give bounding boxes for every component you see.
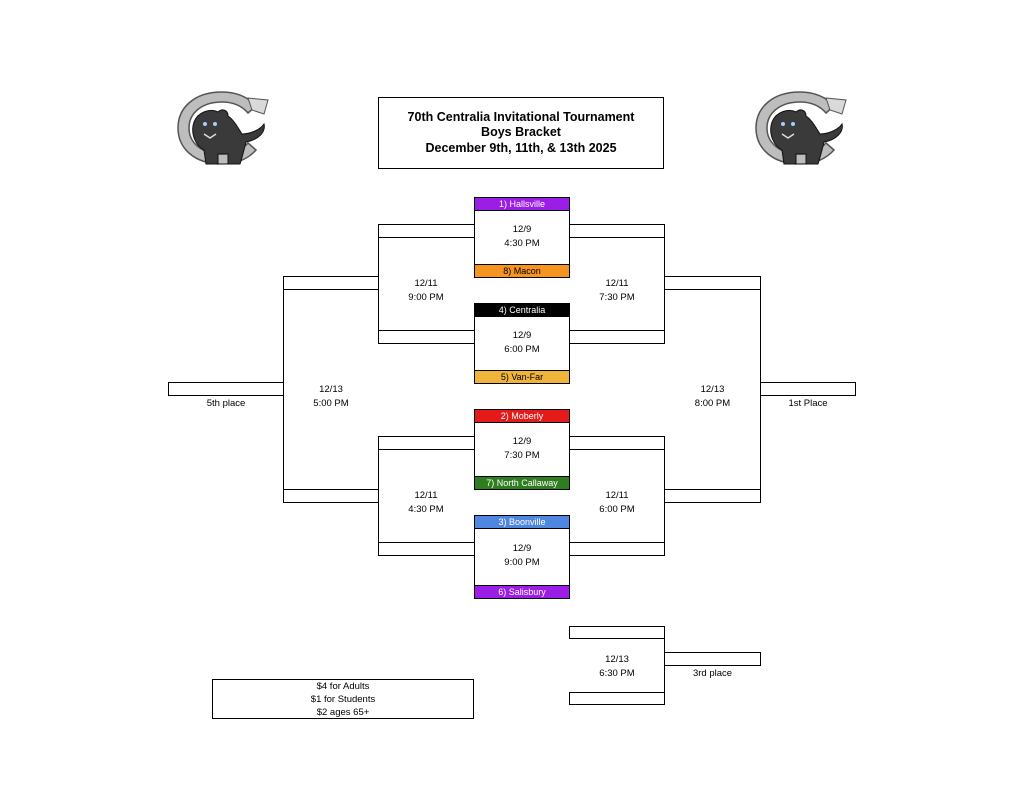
semi-right-top-time: 7:30 PM: [599, 292, 635, 303]
third-slot-out: [664, 652, 761, 666]
semi-slot-left-top: [283, 276, 379, 290]
team-moberly: 2) Moberly: [474, 409, 570, 423]
title-box: 70th Centralia Invitational Tournament B…: [378, 97, 664, 169]
semi-left-bottom-time: 4:30 PM: [408, 504, 444, 515]
slot-left-2: [378, 330, 475, 344]
game-4-time: 9:00 PM: [504, 557, 540, 568]
third-slot-bottom: [569, 692, 665, 705]
price-seniors: $2 ages 65+: [316, 707, 370, 718]
final-slot-right: [760, 382, 856, 396]
semi-right-bottom-time: 6:00 PM: [599, 504, 635, 515]
slot-left-4: [378, 542, 475, 556]
panther-logo-left: [177, 91, 269, 165]
game-3-time: 7:30 PM: [504, 450, 540, 461]
title-line-3: December 9th, 11th, & 13th 2025: [425, 140, 617, 155]
team-hallsville: 1) Hallsville: [474, 197, 570, 211]
team-van-far: 5) Van-Far: [474, 370, 570, 384]
game-3-date: 12/9: [512, 436, 532, 447]
team-salisbury: 6) Salisbury: [474, 585, 570, 599]
panther-logo-right: [755, 91, 847, 165]
third-place-label: 3rd place: [692, 668, 733, 679]
semi-right-top-date: 12/11: [605, 278, 629, 289]
team-centralia: 4) Centralia: [474, 303, 570, 317]
semi-slot-left-bottom: [283, 489, 379, 503]
ticket-prices-box: $4 for Adults $1 for Students $2 ages 65…: [212, 679, 474, 719]
slot-right-3: [568, 436, 665, 450]
team-north-callaway: 7) North Callaway: [474, 476, 570, 490]
third-date: 12/13: [605, 654, 629, 665]
fifth-place-label: 5th place: [206, 398, 246, 409]
slot-right-2: [568, 330, 665, 344]
team-boonville: 3) Boonville: [474, 515, 570, 529]
game-1-time: 4:30 PM: [504, 238, 540, 249]
price-students: $1 for Students: [310, 694, 376, 705]
final-slot-left: [168, 382, 284, 396]
title-line-2: Boys Bracket: [481, 125, 561, 140]
game-4-date: 12/9: [512, 543, 532, 554]
final-right-date: 12/13: [700, 384, 725, 395]
title-line-1: 70th Centralia Invitational Tournament: [407, 109, 635, 124]
final-left-time: 5:00 PM: [313, 398, 349, 409]
semi-left-top-time: 9:00 PM: [408, 292, 444, 303]
semi-right-bottom-date: 12/11: [605, 490, 629, 501]
slot-left-1: [378, 224, 475, 238]
semi-left-top-date: 12/11: [414, 278, 438, 289]
final-left-date: 12/13: [319, 384, 343, 395]
slot-right-4: [568, 542, 665, 556]
game-1-date: 12/9: [512, 224, 532, 235]
semi-slot-right-bottom: [664, 489, 761, 503]
price-adults: $4 for Adults: [316, 681, 370, 692]
game-2-time: 6:00 PM: [504, 344, 540, 355]
first-place-label: 1st Place: [788, 398, 828, 409]
semi-slot-right-top: [664, 276, 761, 290]
team-macon: 8) Macon: [474, 264, 570, 278]
semi-left-bottom-date: 12/11: [414, 490, 438, 501]
game-2-date: 12/9: [512, 330, 532, 341]
third-time: 6:30 PM: [599, 668, 635, 679]
final-right-time: 8:00 PM: [694, 398, 731, 409]
slot-right-1: [568, 224, 665, 238]
third-slot-top: [569, 626, 665, 639]
slot-left-3: [378, 436, 475, 450]
